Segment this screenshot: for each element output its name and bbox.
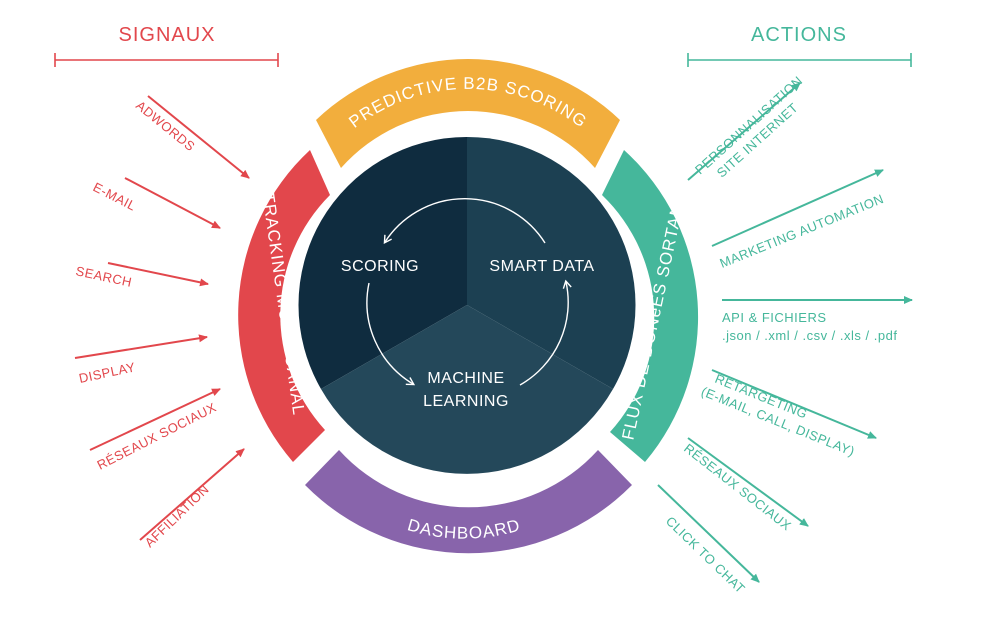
action-arrows (657, 82, 913, 583)
action-api-fichiers-line2: .json / .xml / .csv / .xls / .pdf (722, 328, 897, 343)
ring-segment-predictive (316, 59, 620, 169)
scoring-label: SCORING (341, 258, 419, 275)
action-retargeting: RETARGETING (E-MAIL, CALL, DISPLAY) (699, 371, 857, 459)
cycle-arrow-top (383, 198, 546, 245)
core-sector-scoring (298, 136, 467, 389)
signal-email: E-MAIL (91, 179, 139, 213)
cycle-arrow-left (366, 282, 416, 386)
arrow-retargeting (711, 369, 877, 439)
actions-heading: ACTIONS (751, 24, 847, 46)
signal-adwords: ADWORDS (133, 98, 198, 155)
action-click-to-chat: CLICK TO CHAT (663, 513, 748, 596)
arrow-personnalisation (687, 82, 801, 181)
signals-heading: SIGNAUX (118, 24, 215, 46)
action-personnalisation-line1: PERSONNALISATION (692, 73, 806, 177)
core-circle (298, 136, 636, 474)
machine-learning-label-line1: MACHINE (427, 370, 504, 387)
machine-learning-label-line2: LEARNING (423, 393, 509, 410)
signal-affiliation: AFFILIATION (142, 482, 212, 551)
smart-data-label: SMART DATA (489, 258, 594, 275)
cycle-arrow-right (519, 279, 572, 386)
arrow-marketing-automation (711, 169, 884, 247)
arrow-display (74, 334, 208, 359)
ring-segment-tracking (238, 150, 330, 462)
arrow-search (107, 262, 209, 287)
action-reseaux-sociaux: RÉSEAUX SOCIAUX (681, 441, 794, 534)
core-sector-smart-data (467, 136, 636, 389)
action-api-fichiers-line1: API & FICHIERS (722, 310, 827, 325)
ring-segment-flux (602, 150, 699, 462)
arrow-email (124, 177, 221, 229)
arrow-adwords (147, 95, 250, 179)
core-sector-machine-learning (321, 305, 613, 474)
signal-arrows (74, 95, 250, 541)
arrow-click-to-chat (657, 484, 760, 583)
action-personnalisation: PERSONNALISATION SITE INTERNET (692, 73, 806, 181)
ring-segment-dashboard (305, 450, 632, 554)
arrow-affiliation (139, 448, 245, 541)
signal-display: DISPLAY (78, 359, 137, 386)
action-marketing-automation: MARKETING AUTOMATION (718, 191, 886, 271)
signal-reseaux-sociaux: RÉSEAUX SOCIAUX (95, 399, 219, 472)
arrow-reseaux-sociaux-out (687, 437, 809, 527)
arrow-reseaux-sociaux (89, 388, 221, 451)
